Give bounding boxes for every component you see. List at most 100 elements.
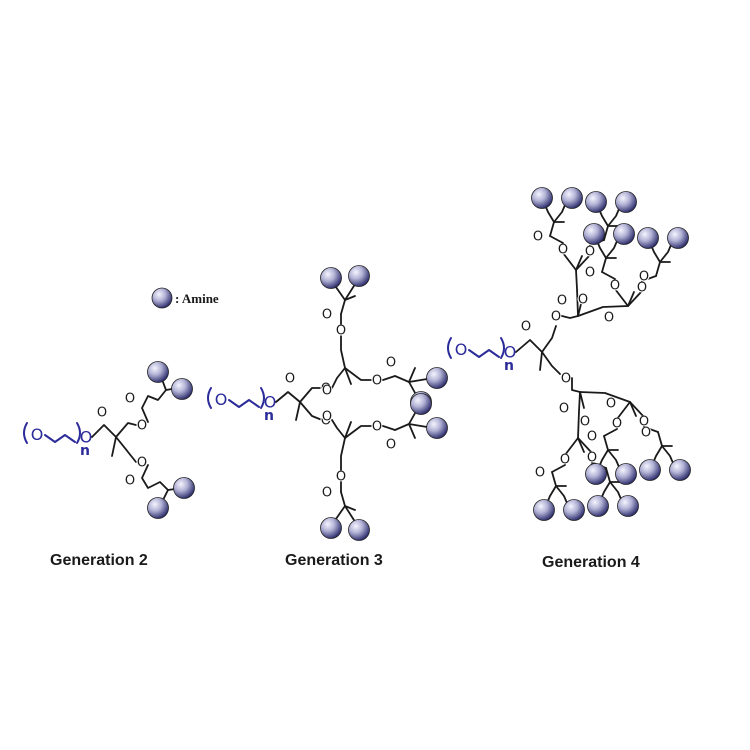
peg-bracket-left <box>207 387 212 409</box>
bond-line <box>340 437 346 471</box>
bond-line <box>141 389 167 423</box>
bond-line <box>577 391 581 439</box>
bond-line <box>541 325 557 353</box>
bond-line <box>275 391 301 403</box>
repeat-unit-n: n <box>80 443 90 459</box>
oxygen-atom: O <box>535 466 545 481</box>
oxygen-mask <box>586 430 598 442</box>
oxygen-mask <box>124 392 136 404</box>
bond-line <box>344 421 352 439</box>
oxygen-atom: O <box>558 243 568 258</box>
oxygen-atom: O <box>264 393 277 412</box>
bond-line <box>344 367 352 385</box>
oxygen-mask <box>577 293 589 305</box>
bond-line <box>577 305 629 317</box>
bond-line <box>91 424 117 438</box>
oxygen-atom: O <box>561 372 571 387</box>
oxygen-atom: O <box>137 456 147 471</box>
amine-sphere <box>587 495 609 517</box>
bond-line <box>579 391 631 403</box>
oxygen-mask <box>520 320 532 332</box>
bond-line <box>551 464 566 473</box>
oxygen-mask <box>605 397 617 409</box>
oxygen-mask <box>584 245 596 257</box>
oxygen-atom: O <box>587 451 597 466</box>
oxygen-mask <box>558 402 570 414</box>
oxygen-atom: O <box>580 415 590 430</box>
oxygen-mask <box>385 438 397 450</box>
bond-line <box>115 436 137 463</box>
oxygen-atom: O <box>533 230 543 245</box>
bond-line <box>394 367 416 383</box>
oxygen-atom: O <box>559 402 569 417</box>
oxygen-mask <box>264 397 276 409</box>
oxygen-mask <box>335 324 347 336</box>
oxygen-mask <box>586 451 598 463</box>
peg-oxygen: O <box>455 340 468 359</box>
oxygen-mask <box>560 372 572 384</box>
oxygen-atom: O <box>551 310 561 325</box>
oxygen-atom: O <box>285 372 295 387</box>
peg-bracket-left <box>447 337 452 359</box>
bond-line <box>331 419 346 439</box>
oxygen-atom: O <box>504 343 517 362</box>
oxygen-mask <box>636 281 648 293</box>
oxygen-atom: O <box>80 428 93 447</box>
oxygen-mask <box>96 406 108 418</box>
oxygen-mask <box>534 466 546 478</box>
peg-bracket-right <box>260 387 265 409</box>
oxygen-atom: O <box>97 406 107 421</box>
oxygen-mask <box>638 415 650 427</box>
oxygen-atom: O <box>336 324 346 339</box>
amine-sphere <box>583 223 605 245</box>
amine-sphere <box>320 517 342 539</box>
amine-sphere <box>147 361 169 383</box>
amine-sphere <box>613 223 635 245</box>
bond-line <box>571 377 581 393</box>
oxygen-mask <box>321 486 333 498</box>
oxygen-atom: O <box>125 392 135 407</box>
oxygen-mask <box>584 266 596 278</box>
oxygen-atom: O <box>336 470 346 485</box>
amine-sphere <box>348 519 370 541</box>
bond-line <box>601 257 617 273</box>
oxygen-atom: O <box>125 474 135 489</box>
amine-sphere <box>637 227 659 249</box>
bond-line <box>141 464 169 491</box>
oxygen-mask <box>321 410 333 422</box>
oxygen-mask <box>609 279 621 291</box>
oxygen-atom: O <box>610 279 620 294</box>
bond-line <box>564 437 579 456</box>
amine-sphere <box>171 378 193 400</box>
oxygen-atom: O <box>585 245 595 260</box>
peg-oxygen: O <box>215 390 228 409</box>
oxygen-mask <box>80 432 92 444</box>
amine-sphere <box>615 463 637 485</box>
bond-line <box>541 351 561 375</box>
repeat-unit-n: n <box>504 358 514 374</box>
bond-line <box>299 387 323 403</box>
legend: : Amine <box>151 287 219 309</box>
bond-line <box>394 423 416 439</box>
amine-sphere <box>147 497 169 519</box>
oxygen-atom: O <box>604 311 614 326</box>
oxygen-atom: O <box>639 270 649 285</box>
oxygen-atom: O <box>137 419 147 434</box>
bond-line <box>561 315 579 319</box>
amine-sphere <box>563 499 585 521</box>
oxygen-mask <box>559 453 571 465</box>
oxygen-mask <box>371 420 383 432</box>
oxygen-atom: O <box>612 417 622 432</box>
bond-line <box>44 434 76 443</box>
oxygen-atom: O <box>560 453 570 468</box>
oxygen-atom: O <box>322 410 332 425</box>
bond-line <box>299 401 323 421</box>
bond-line <box>382 425 396 431</box>
oxygen-atom: O <box>521 320 531 335</box>
oxygen-mask <box>335 470 347 482</box>
amine-sphere <box>615 191 637 213</box>
bond-line <box>331 367 346 389</box>
bond-line <box>627 290 643 307</box>
peg-bracket-right <box>500 337 505 359</box>
oxygen-atom: O <box>372 374 382 389</box>
